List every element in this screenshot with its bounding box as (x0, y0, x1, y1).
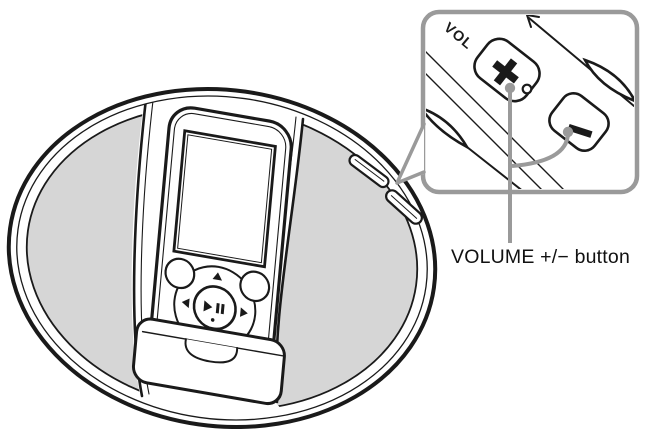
left-arrow-icon[interactable] (181, 297, 190, 309)
option-button[interactable] (239, 269, 271, 303)
rim-line (466, 146, 525, 189)
indicator-dot-icon (210, 318, 215, 322)
callout-pointer-outline (395, 122, 426, 185)
media-player (131, 106, 293, 406)
rim-volume-minus-button[interactable] (384, 188, 425, 226)
up-arrow-icon[interactable] (212, 272, 223, 281)
volume-button-label: VOLUME +/− button (451, 246, 630, 268)
callout: VOL + − (395, 9, 640, 195)
rim-volume-plus-button[interactable] (347, 153, 390, 189)
leader-lines (504, 82, 574, 243)
rim-seam (426, 105, 471, 151)
rim-line (426, 49, 567, 189)
rim-line (426, 71, 545, 189)
leader-dot-minus (562, 126, 574, 138)
back-button[interactable] (164, 256, 196, 290)
pause-bar-icon (215, 302, 220, 314)
player-screen (172, 129, 277, 269)
rim-edge-arrow-icon (525, 15, 540, 28)
rim-seam (582, 57, 634, 104)
dock-cradle-notch (184, 338, 239, 364)
leader-line-minus (511, 133, 570, 168)
right-arrow-icon[interactable] (239, 307, 248, 318)
player-screen-inner-line (177, 134, 273, 264)
callout-contents: VOL + − (426, 15, 634, 189)
play-pause-icon (203, 300, 213, 312)
leader-dot-plus (504, 82, 516, 94)
dock-inner-outline (16, 95, 428, 421)
indicator-dot-icon (521, 83, 533, 95)
pause-bar-icon (220, 303, 225, 315)
